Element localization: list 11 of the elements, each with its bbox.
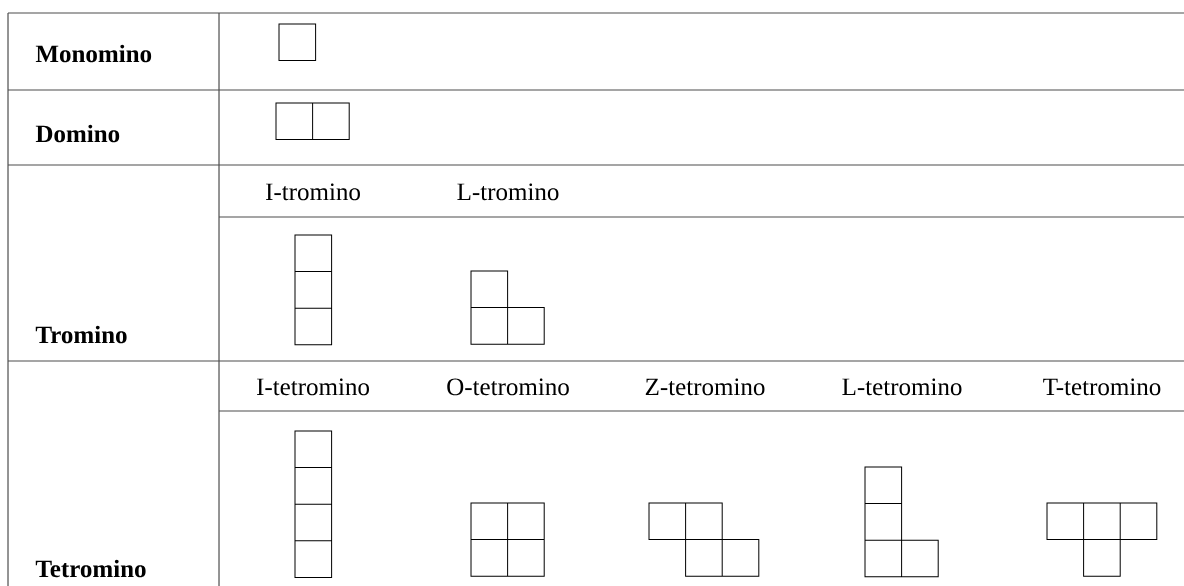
column-header: I-tromino [266, 183, 360, 201]
row-header: Domino [35, 124, 120, 143]
column-header: Z-tetromino [645, 378, 765, 396]
column-header: T-tetromino [1043, 378, 1161, 396]
column-header: I-tetromino [257, 378, 369, 396]
column-header: L-tetromino [842, 378, 962, 396]
row-header: Tetromino [35, 559, 146, 578]
row-header: Monomino [35, 44, 152, 63]
column-header: L-tromino [457, 183, 559, 201]
row-header: Tromino [35, 325, 127, 344]
column-header: O-tetromino [447, 378, 569, 396]
